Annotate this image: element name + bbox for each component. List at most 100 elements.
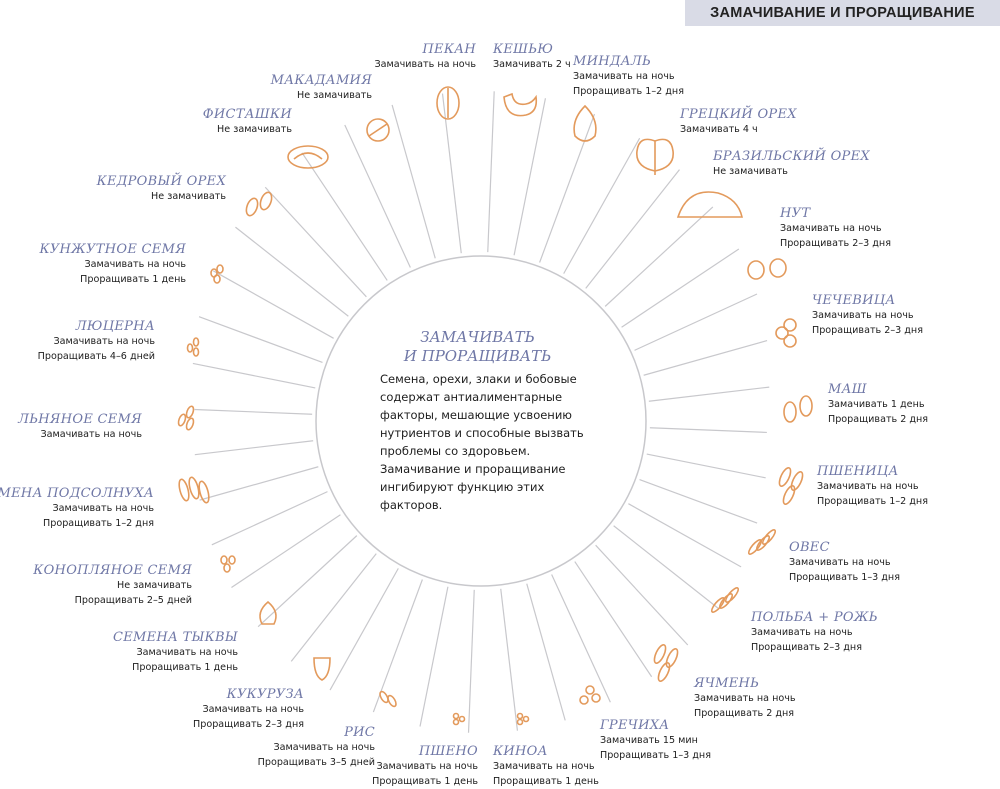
pine-nut-icon [244, 191, 274, 217]
center-body: Семена, орехи, злаки и бобовые содержат … [380, 370, 600, 514]
spoke-line [527, 584, 565, 721]
item-title: КУКУРУЗА [193, 687, 304, 703]
buckwheat-icon [580, 686, 600, 704]
item-title: ПШЕНИЦА [817, 464, 928, 480]
item-instruction: Замачивать на ночь [39, 258, 186, 273]
item-instruction: Замачивать на ночь [817, 480, 928, 495]
chickpea-icon [748, 259, 786, 279]
pecan-icon [437, 87, 459, 119]
item-instruction: Замачивать на ночь [38, 335, 155, 350]
spoke-line [199, 317, 322, 363]
item-instruction: Не замачивать [203, 123, 292, 138]
item-title: СЕМЕНА ПОДСОЛНУХА [0, 486, 154, 502]
center-title: ЗАМАЧИВАТЬ И ПРОРАЩИВАТЬ [355, 328, 600, 366]
item-instruction: Замачивать на ночь [789, 556, 900, 571]
item-instruction: Не замачивать [713, 165, 870, 180]
item-title: КЕШЬЮ [493, 42, 571, 58]
spoke-line [193, 363, 315, 387]
item-instruction: Проращивать 2–5 дней [33, 594, 192, 609]
spoke-line [488, 91, 494, 252]
sunflower-seed-icon [177, 476, 210, 503]
item-title: КУНЖУТНОЕ СЕМЯ [39, 242, 186, 258]
item-title: МАКАДАМИЯ [271, 73, 372, 89]
item-title: ПОЛЬБА + РОЖЬ [751, 610, 878, 626]
spoke-line [635, 294, 757, 350]
spoke-line [235, 227, 348, 316]
hemp-seed-icon [221, 556, 235, 572]
mung-bean-icon [784, 396, 812, 422]
item-title: НУТ [780, 206, 891, 222]
spoke-line [640, 480, 758, 523]
spoke-line [345, 125, 411, 268]
item-title: ЛЬНЯНОЕ СЕМЯ [18, 412, 142, 428]
item-instruction: Проращивать 1 день [39, 273, 186, 288]
item-title: ГРЕЧИХА [600, 718, 711, 734]
corn-icon [314, 658, 330, 680]
lentil-icon [776, 319, 796, 347]
spoke-line [265, 187, 366, 297]
spoke-line [644, 341, 767, 376]
item-title: КЕДРОВЫЙ ОРЕХ [97, 174, 226, 190]
item-instruction: Проращивать 1–2 дня [817, 495, 928, 510]
spoke-line [575, 562, 652, 677]
item-instruction: Замачивать 2 ч [493, 58, 571, 73]
spoke-line [291, 554, 376, 662]
spoke-line [514, 98, 545, 255]
item-title: ПШЕНО [372, 744, 478, 760]
item-instruction: Замачивать на ночь [493, 760, 599, 775]
item-instruction: Не замачивать [97, 190, 226, 205]
spoke-line [649, 387, 769, 401]
item-instruction: Проращивать 1–2 дня [573, 85, 684, 100]
brazil-nut-icon [678, 192, 742, 217]
item-title: ФИСТАШКИ [203, 107, 292, 123]
pistachio-icon [288, 146, 328, 168]
millet-icon [454, 714, 465, 725]
flax-seed-icon [177, 405, 195, 430]
item-instruction: Проращивать 2 дня [828, 413, 928, 428]
item-instruction: Замачивать на ночь [258, 741, 375, 756]
walnut-icon [637, 139, 673, 175]
item-instruction: Замачивать на ночь [193, 703, 304, 718]
item-instruction: Проращивать 2–3 дня [193, 718, 304, 733]
item-instruction: Замачивать на ночь [573, 70, 684, 85]
item-instruction: Замачивать 15 мин [600, 734, 711, 749]
spoke-line [647, 454, 766, 478]
item-title: КИНОА [493, 744, 599, 760]
item-instruction: Замачивать на ночь [113, 646, 238, 661]
spoke-line [614, 526, 718, 608]
cashew-icon [504, 94, 536, 116]
item-instruction: Замачивать на ночь [18, 428, 142, 443]
item-title: МАШ [828, 382, 928, 398]
item-instruction: Замачивать на ночь [780, 222, 891, 237]
spoke-line [540, 114, 595, 262]
spoke-line [469, 590, 475, 733]
item-instruction: Проращивать 1–3 дня [789, 571, 900, 586]
spoke-line [420, 587, 448, 727]
item-instruction: Замачивать 1 день [828, 398, 928, 413]
center-text-block: ЗАМАЧИВАТЬ И ПРОРАЩИВАТЬ Семена, орехи, … [370, 328, 600, 514]
item-title: ОВЕС [789, 540, 900, 556]
item-instruction: Проращивать 1 день [113, 661, 238, 676]
item-instruction: Проращивать 1–3 дня [600, 749, 711, 764]
spoke-line [552, 575, 611, 703]
item-instruction: Замачивать на ночь [812, 309, 923, 324]
item-title: ПЕКАН [374, 42, 476, 58]
item-instruction: Замачивать на ночь [372, 760, 478, 775]
item-title: СЕМЕНА ТЫКВЫ [113, 630, 238, 646]
spoke-line [622, 249, 739, 327]
macadamia-icon [367, 119, 389, 141]
